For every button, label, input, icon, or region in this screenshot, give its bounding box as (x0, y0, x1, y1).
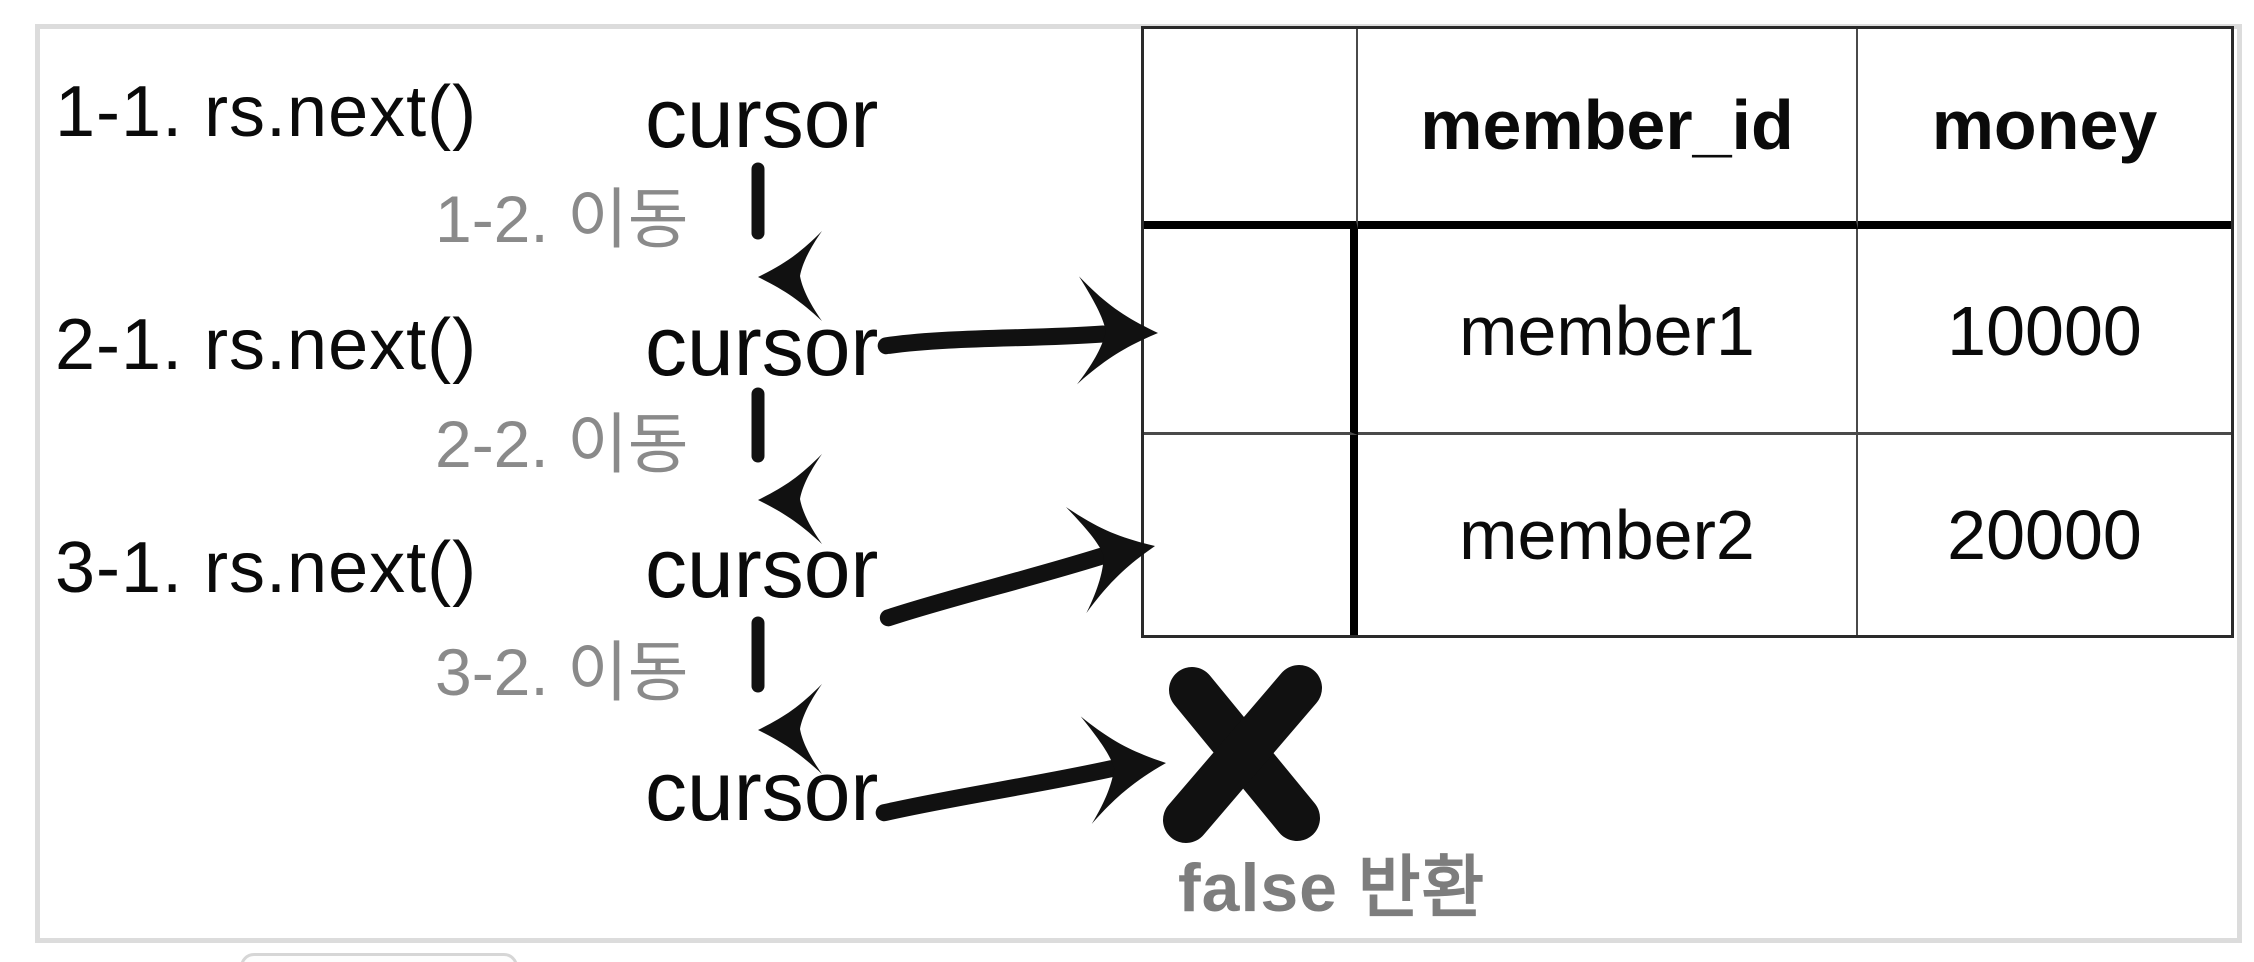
table-row1-money-cell: 10000 (1858, 229, 2231, 435)
cursor-label-final: cursor (645, 744, 879, 838)
table-row1-member-id-cell: member1 (1358, 229, 1858, 435)
step-1-move-label: 1-2. 이동 (435, 182, 689, 256)
table-row2-marker-cell (1144, 435, 1358, 635)
step-2-move-label: 2-2. 이동 (435, 407, 689, 481)
table-row1-marker-cell (1144, 229, 1358, 435)
diagram-frame (35, 24, 2242, 943)
step-3-call-label: 3-1. rs.next() (55, 528, 478, 608)
result-set-table: member_id money member1 10000 member2 20… (1141, 26, 2234, 638)
step-1-call-label: 1-1. rs.next() (55, 72, 478, 152)
step-3-move-label: 3-2. 이동 (435, 635, 689, 709)
step-2-call-label: 2-1. rs.next() (55, 305, 478, 385)
false-return-label: false 반환 (1178, 850, 1486, 926)
table-header-member-id: member_id (1358, 29, 1858, 229)
table-row2-money-cell: 20000 (1947, 496, 2142, 574)
table-row2-member-id-cell: member2 (1358, 435, 1858, 635)
cursor-label-3: cursor (645, 521, 879, 615)
cursor-label-2: cursor (645, 299, 879, 393)
table-header-rowmarker (1144, 29, 1358, 229)
cursor-label-1: cursor (645, 71, 879, 165)
cropped-bottom-button[interactable] (240, 953, 518, 962)
table-header-money: money (1858, 29, 2231, 229)
